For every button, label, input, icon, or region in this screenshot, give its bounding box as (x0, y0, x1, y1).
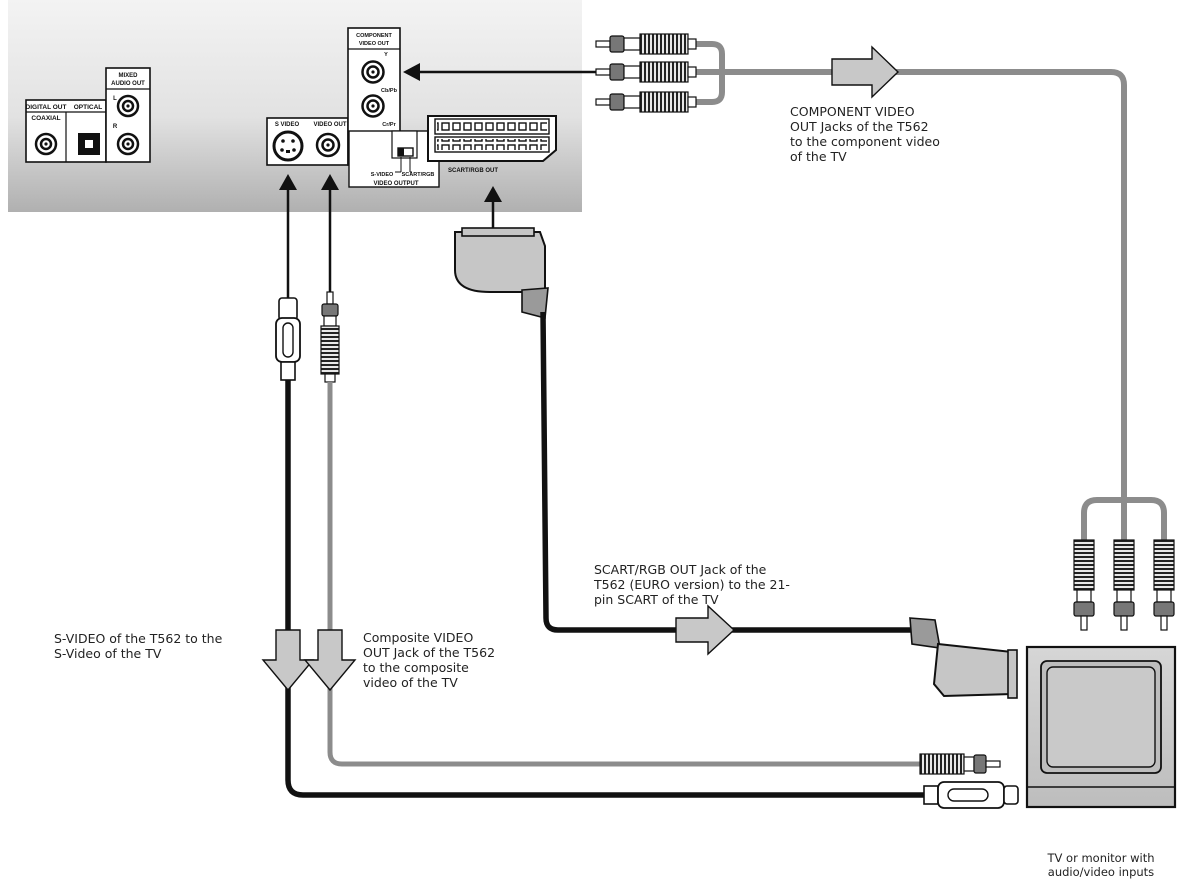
tv-monitor (1025, 645, 1177, 809)
scart-caption: SCART/RGB OUT Jack of the T562 (EURO ver… (594, 562, 790, 607)
scart-flow-arrow-icon (675, 604, 736, 656)
audio-out-label: AUDIO OUT (111, 81, 145, 87)
audio-l-jack-icon (116, 94, 140, 118)
component-insert-arrow-icon (403, 63, 596, 81)
s-video-label: S VIDEO (275, 122, 300, 128)
composite-cable (303, 174, 1001, 775)
component-label: COMPONENT (356, 33, 392, 39)
scart-plug-icon (454, 227, 549, 320)
mixed-label: MIXED (118, 73, 138, 79)
optical-jack-icon (78, 133, 100, 155)
rca-plug-icon (1073, 539, 1095, 631)
s-video-jack-icon (272, 130, 304, 162)
rca-plug-icon (320, 291, 340, 383)
cb-pb-label: Cb/Pb (381, 88, 398, 94)
component-rca-plugs (595, 33, 697, 113)
component-caption: COMPONENT VIDEO OUT Jacks of the T562 to… (790, 104, 940, 164)
audio-r-label: R (113, 124, 118, 130)
s-video-caption: S-VIDEO of the T562 to the S-Video of th… (54, 631, 223, 661)
rca-plug-icon (1113, 539, 1135, 631)
audio-output-block: DIGITAL OUT COAXIAL OPTICAL MIXED AUDIO … (25, 67, 151, 163)
audio-l-label: L (113, 96, 117, 102)
scart-plug-icon (909, 617, 1018, 699)
cb-pb-jack-icon (361, 94, 385, 118)
rca-plug-icon (595, 91, 697, 113)
coaxial-label: COAXIAL (31, 115, 60, 122)
composite-flow-arrow-icon (303, 629, 357, 692)
cr-pr-label: Cr/Pr (382, 122, 396, 128)
rca-plug-icon (919, 753, 1001, 775)
component-cable (695, 41, 1167, 545)
y-jack-icon (361, 60, 385, 84)
scart-cable (454, 186, 1018, 699)
video-output-label: VIDEO OUTPUT (373, 181, 418, 187)
composite-caption: Composite VIDEO OUT Jack of the T562 to … (363, 630, 496, 690)
s-video-plug-icon (275, 297, 301, 381)
video-out-jack-icon (315, 132, 341, 158)
rca-plug-icon (595, 33, 697, 55)
video-output-block: S VIDEO VIDEO OUT (266, 117, 349, 166)
scart-socket-block: SCART/RGB OUT (427, 115, 557, 174)
switch-scart-rgb-label: SCART/RGB (402, 172, 435, 178)
coaxial-jack-icon (34, 132, 58, 156)
component-flow-arrow-icon (831, 45, 900, 99)
switch-s-video-label: S-VIDEO (371, 172, 394, 178)
audio-r-jack-icon (116, 132, 140, 156)
y-label: Y (384, 52, 388, 58)
component-block: COMPONENT VIDEO OUT Y Cb/Pb Cr/Pr (347, 27, 440, 188)
tv-caption: TV or monitor with audio/video inputs (1047, 851, 1155, 879)
rear-panel: DIGITAL OUT COAXIAL OPTICAL MIXED AUDIO … (8, 0, 582, 212)
s-video-plug-icon (923, 781, 1019, 809)
composite-insert-arrow-icon (321, 174, 339, 190)
s-video-cable (261, 174, 1019, 809)
digital-out-label: DIGITAL OUT (26, 104, 67, 111)
component-video-out-label: VIDEO OUT (359, 41, 390, 47)
rca-plug-icon (595, 61, 697, 83)
tv-component-rca-plugs (1073, 539, 1175, 631)
s-video-insert-arrow-icon (279, 174, 297, 190)
scart-rgb-out-label: SCART/RGB OUT (448, 168, 498, 174)
optical-label: OPTICAL (74, 104, 103, 111)
s-video-flow-arrow-icon (261, 629, 315, 692)
video-out-label: VIDEO OUT (313, 122, 346, 128)
rca-plug-icon (1153, 539, 1175, 631)
